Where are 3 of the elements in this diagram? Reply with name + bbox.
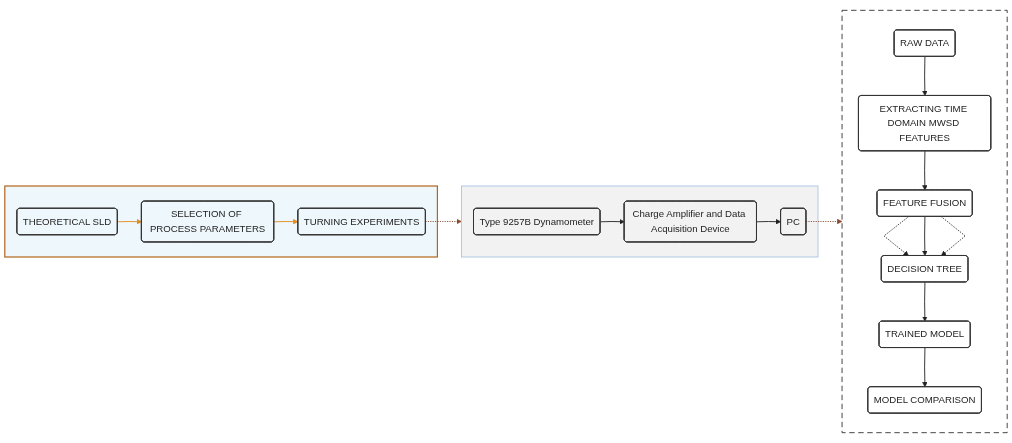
cluster (461, 185, 819, 258)
cluster (4, 185, 438, 258)
cluster (841, 9, 1008, 434)
